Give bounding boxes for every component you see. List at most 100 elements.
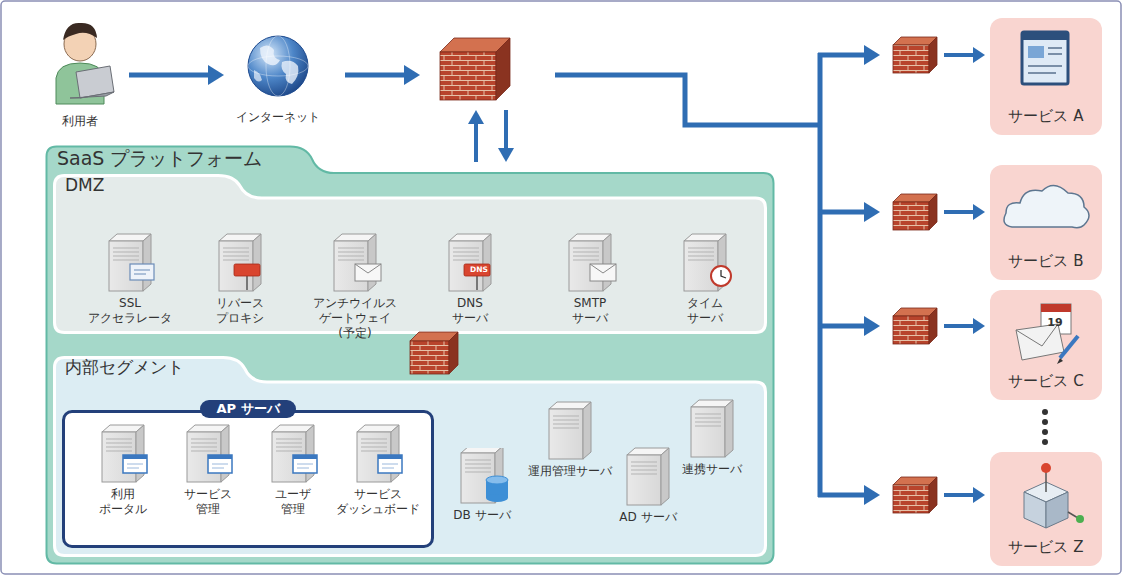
graphic-part (1041, 463, 1051, 473)
graphic-part (223, 248, 249, 249)
graphic-part (1024, 492, 1046, 528)
graphic-part (711, 266, 731, 286)
graphic-part (465, 468, 491, 469)
graphic-part (1041, 304, 1071, 312)
srv-icon (603, 444, 693, 508)
graphic-part (573, 260, 599, 261)
graphic-part (453, 252, 479, 253)
graphic-part (234, 264, 260, 276)
graphic-part (123, 455, 147, 459)
graphic-part (266, 36, 290, 96)
server-node: SSL アクセラレータ (75, 226, 185, 330)
graphic-part (123, 455, 147, 473)
graphic-part (212, 468, 224, 469)
node-label: アンチウイルス ゲートウェイ(予定) (313, 226, 397, 341)
graphic-part (113, 256, 139, 257)
graphic-part (253, 234, 261, 291)
graphic-part (864, 485, 880, 505)
server-node: AD サーバ (603, 444, 693, 528)
graphic-part (338, 260, 364, 261)
zone-outline (53, 174, 767, 334)
globe-icon (228, 32, 328, 104)
server-node: 連携サーバ (672, 388, 752, 484)
graphic-part (944, 324, 973, 328)
graphic-part (688, 252, 714, 253)
firewall-icon (408, 330, 460, 376)
graphic-part (684, 241, 718, 291)
node-label: リバース プロキシ (216, 226, 264, 326)
graphic-part (695, 418, 721, 419)
graphic-part (555, 75, 820, 125)
graphic-part (276, 443, 302, 444)
graphic-part (106, 439, 132, 440)
graphic-part (297, 464, 313, 465)
graphic-part (248, 56, 308, 76)
graphic-part (47, 147, 774, 564)
graphic-part (361, 451, 387, 452)
group-box: AP サーバ利用 ポータルサービス 管理ユーザ 管理サービス ダッシュボード (62, 410, 434, 548)
srv-icon (75, 226, 185, 294)
graphic-part (223, 256, 249, 257)
srv-icon (650, 226, 760, 294)
server-node: SMTP サーバ (535, 226, 645, 330)
graphic-part (631, 474, 657, 475)
graphic-part (361, 443, 387, 444)
graphic-part (695, 414, 721, 415)
graphic-part (453, 260, 479, 261)
graphic-part (293, 455, 317, 459)
zone-panel: DMZSSL アクセラレータリバース プロキシアンチウイルス ゲートウェイ(予定… (53, 174, 767, 334)
graphic-part (553, 428, 579, 429)
node-label: サービス B (990, 165, 1102, 271)
srv-icon (166, 423, 250, 485)
graphic-part (688, 260, 714, 261)
node-label: 利用者 (35, 8, 125, 129)
server-node: DNS サーバ (415, 226, 525, 330)
graphic-part (688, 256, 714, 257)
graphic-part (260, 45, 280, 65)
graphic-part (573, 248, 599, 249)
graphic-part (127, 468, 139, 469)
server-node: サービス 管理 (166, 423, 250, 543)
graphic-part (1045, 470, 1047, 492)
node-label: サービス C (990, 290, 1102, 391)
graphic-part (449, 332, 458, 374)
graphic-part (973, 318, 985, 334)
graphic-part (208, 65, 224, 85)
graphic-part (453, 248, 479, 249)
graphic-part (191, 443, 217, 444)
node-label: 運用管理サーバ (520, 390, 620, 479)
service-icon (990, 165, 1102, 254)
graphic-part (486, 476, 508, 484)
person-icon (35, 8, 125, 108)
service-box: サービス C (990, 290, 1102, 400)
graphic-part (382, 468, 394, 469)
graphic-part (1048, 47, 1062, 49)
node-label: サービス 管理 (184, 423, 232, 517)
service-box: サービス A (990, 18, 1102, 135)
srv-icon (415, 226, 525, 294)
srv-icon (672, 388, 752, 460)
graphic-part (248, 36, 308, 96)
firewall-icon (410, 332, 458, 374)
graphic-part (254, 70, 262, 82)
graphic-part (106, 447, 132, 448)
graphic-part (345, 73, 404, 78)
graphic-part (631, 470, 657, 471)
service-box: サービス B (990, 165, 1102, 280)
graphic-part (404, 65, 420, 85)
srv-icon (290, 226, 420, 294)
graphic-part (276, 447, 302, 448)
icon-text: 19 (1040, 312, 1070, 334)
srv-icon (442, 448, 522, 506)
graphic-part (893, 202, 929, 230)
graphic-part (496, 38, 510, 100)
graphic-part (864, 45, 880, 65)
node-label: サービス Z (990, 452, 1102, 557)
graphic-part (549, 409, 583, 459)
graphic-part (440, 52, 496, 100)
graphic-part (1042, 419, 1048, 425)
graphic-part (223, 260, 249, 261)
node-label: インターネット (228, 32, 328, 125)
